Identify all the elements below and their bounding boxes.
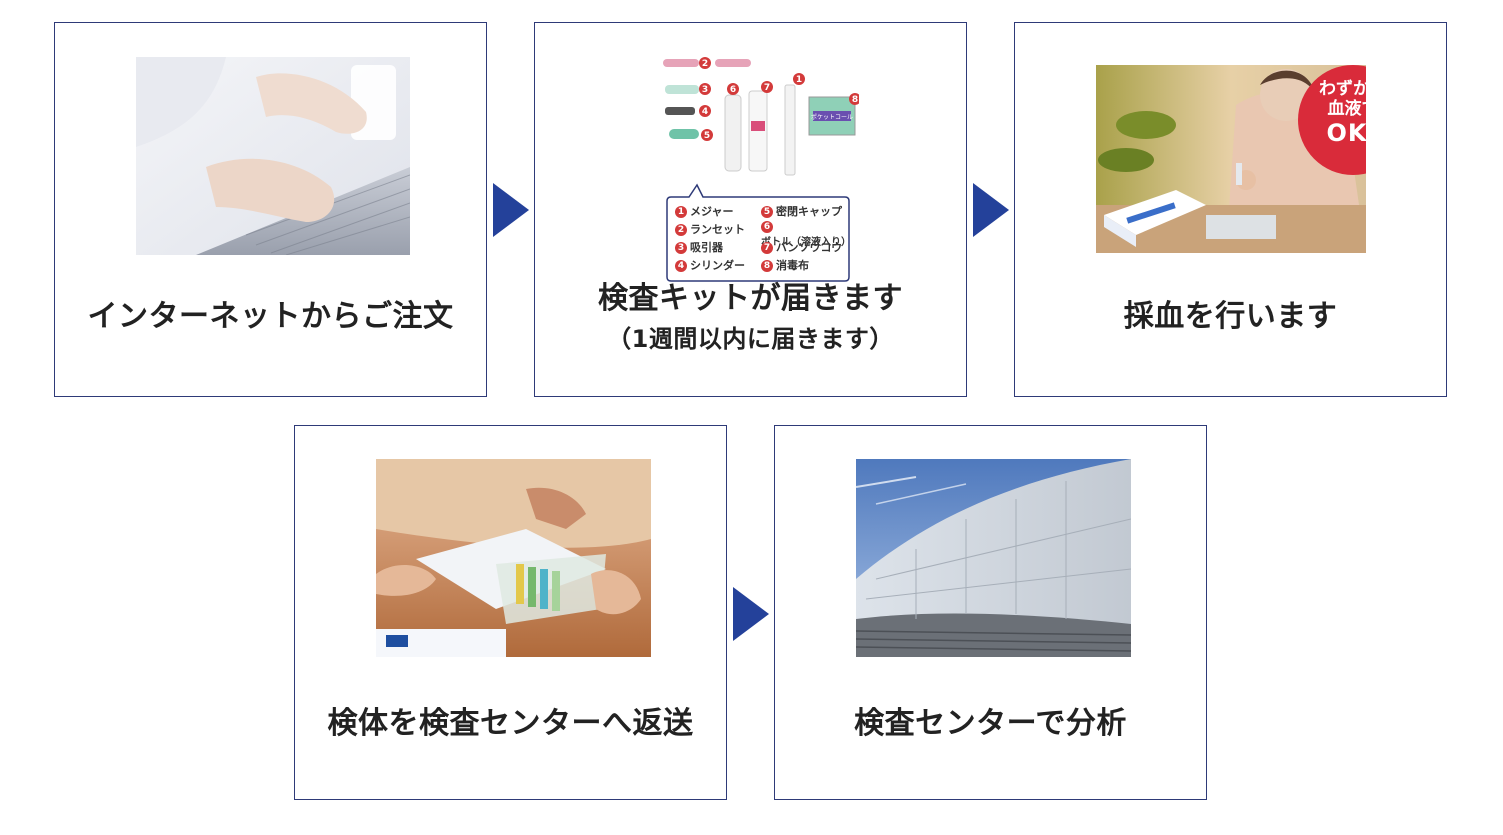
step-caption: 検体を検査センターへ返送	[295, 698, 726, 742]
svg-text:4: 4	[702, 107, 708, 117]
arrow-right-icon	[493, 183, 529, 237]
step-caption: 検査キットが届きます	[535, 273, 966, 317]
sample-return-photo	[376, 459, 651, 657]
step-card-blood-sampling: わずかな 血液で OK! 採血を行います	[1014, 22, 1447, 397]
svg-text:1: 1	[796, 75, 802, 85]
svg-text:5: 5	[704, 131, 710, 141]
step-card-order: インターネットからご注文	[54, 22, 487, 397]
arrow-right-icon	[733, 587, 769, 641]
kit-item: 6ボトル（溶液入り）	[761, 221, 859, 239]
svg-text:8: 8	[852, 95, 858, 105]
step-card-analysis: 検査センターで分析	[774, 425, 1207, 800]
step-caption: 検査センターで分析	[775, 698, 1206, 742]
kit-package-label: ポケットコール	[811, 113, 853, 121]
step-card-return-sample: 検体を検査センターへ返送	[294, 425, 727, 800]
typing-laptop-photo	[136, 57, 410, 255]
step-caption: 採血を行います	[1015, 291, 1446, 335]
svg-text:3: 3	[702, 85, 708, 95]
test-center-building-photo	[856, 459, 1131, 657]
svg-text:2: 2	[702, 59, 708, 69]
svg-text:7: 7	[764, 83, 770, 93]
step-subcaption: （1週間以内に届きます）	[535, 319, 966, 354]
svg-text:6: 6	[730, 85, 736, 95]
step-caption: インターネットからご注文	[55, 291, 486, 335]
blood-sampling-photo: わずかな 血液で OK!	[1096, 65, 1366, 253]
arrow-right-icon	[973, 183, 1009, 237]
